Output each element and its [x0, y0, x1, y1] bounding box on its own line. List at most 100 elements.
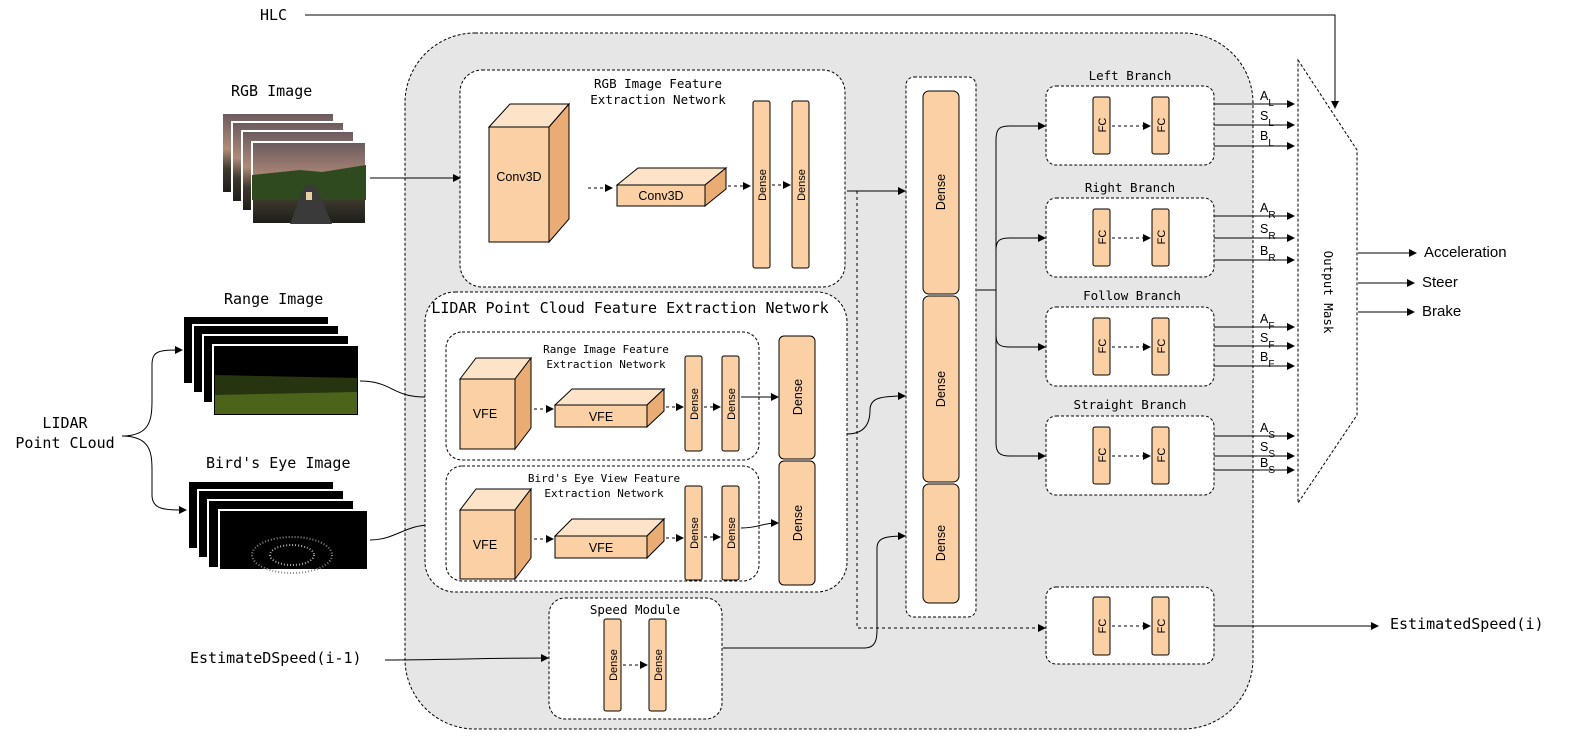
- follow-fc-label-1: FC: [1097, 339, 1109, 354]
- bev-dense-out-label: Dense: [791, 505, 805, 541]
- speed-dense-2: [648, 618, 667, 712]
- bev-dense-label-2: Dense: [726, 517, 738, 549]
- bev-to-dense-out-arrow: [740, 519, 779, 529]
- left-out-b: BL: [1260, 129, 1274, 149]
- range-vfe-label-1: VFE: [473, 407, 497, 421]
- bev-vfe-label-1: VFE: [473, 538, 497, 552]
- right-branch-title: Right Branch: [1085, 180, 1175, 195]
- speed-to-fusion-arrow: [723, 532, 906, 649]
- rgb-image-label: RGB Image: [231, 82, 312, 100]
- fusion-dense-label-2: Dense: [934, 371, 948, 407]
- bev-network-title-2: Extraction Network: [544, 487, 664, 500]
- fusion-dense-label-1: Dense: [934, 174, 948, 210]
- speed-branch-fc-label-2: FC: [1156, 619, 1168, 634]
- right-fc-2: [1151, 208, 1170, 267]
- straight-fc-2: [1151, 426, 1170, 485]
- fusion-dense-3: [922, 483, 960, 604]
- right-out-s: SR: [1260, 222, 1276, 242]
- rgb-conv3d-label-2: Conv3D: [638, 189, 683, 203]
- fusion-to-follow-arrow: [995, 334, 1046, 351]
- straight-out-a: AS: [1260, 421, 1275, 441]
- rgb-dense-2: [791, 100, 810, 269]
- follow-fc-1: [1092, 317, 1111, 376]
- straight-fc-1: [1092, 426, 1111, 485]
- hlc-label: HLC: [260, 6, 287, 24]
- range-network-title-2: Extraction Network: [546, 358, 666, 371]
- range-vfe-label-2: VFE: [589, 410, 613, 424]
- follow-branch-title: Follow Branch: [1083, 288, 1181, 303]
- straight-branch-title: Straight Branch: [1074, 397, 1187, 412]
- range-network-title-1: Range Image Feature: [543, 343, 669, 356]
- speed-branch-fc-2: [1151, 596, 1170, 656]
- range-dense-out-label: Dense: [791, 379, 805, 415]
- right-fc-1: [1092, 208, 1111, 267]
- speed-branch-fc-label-1: FC: [1097, 619, 1109, 634]
- brake-label: Brake: [1422, 303, 1461, 320]
- right-fc-label-1: FC: [1097, 230, 1109, 245]
- right-out-b: BR: [1260, 244, 1276, 264]
- bev-dense-out: [778, 460, 816, 586]
- lidar-network-title: LIDAR Point Cloud Feature Extraction Net…: [431, 299, 828, 317]
- hlc-arrow: [305, 14, 1339, 109]
- left-fc-2: [1151, 96, 1170, 155]
- follow-out-a: AF: [1260, 312, 1274, 332]
- follow-out-b: BF: [1260, 350, 1274, 370]
- rgb-to-speed-branch-dashed: [856, 191, 1046, 632]
- range-vfe-block-2: [553, 387, 666, 429]
- steer-label: Steer: [1422, 274, 1458, 291]
- bev-dense-label-1: Dense: [689, 517, 701, 549]
- left-fc-label-1: FC: [1097, 118, 1109, 133]
- output-mask-shape: [1297, 58, 1358, 505]
- speed-dense-1: [603, 618, 622, 712]
- range-vfe-block-1: [458, 356, 533, 451]
- fusion-to-right-arrow: [995, 234, 1046, 251]
- rgb-conv3d-block-2: [615, 166, 728, 208]
- lidar-label-1: LIDAR: [42, 414, 88, 432]
- range-dense-2: [721, 355, 740, 452]
- left-out-s: SL: [1260, 109, 1274, 129]
- output-mask-label: Output Mask: [1321, 251, 1336, 334]
- rgb-dense-label-2: Dense: [796, 169, 808, 201]
- straight-out-b: BS: [1260, 456, 1275, 476]
- birds-eye-image-stack: [187, 480, 369, 574]
- left-fc-label-2: FC: [1156, 118, 1168, 133]
- rgb-network-title-2: Extraction Network: [590, 92, 726, 107]
- rgb-dense-label-1: Dense: [757, 169, 769, 201]
- straight-fc-label-2: FC: [1156, 448, 1168, 463]
- bev-vfe-block-1: [458, 487, 533, 581]
- bev-network-title-1: Bird's Eye View Feature: [528, 472, 680, 485]
- fusion-dense-1: [922, 90, 960, 295]
- range-dense-1: [684, 355, 703, 452]
- range-dense-label-2: Dense: [726, 388, 738, 420]
- range-dense-out: [778, 335, 816, 460]
- bev-dense-2: [721, 485, 740, 581]
- fusion-dense-label-3: Dense: [934, 525, 948, 561]
- range-image-stack: [182, 315, 360, 417]
- lidar-to-range-arrow: [121, 346, 183, 437]
- birds-eye-image-label: Bird's Eye Image: [206, 454, 351, 472]
- right-fc-label-2: FC: [1156, 230, 1168, 245]
- fusion-bus: [995, 122, 1046, 141]
- bev-vfe-label-2: VFE: [589, 541, 613, 555]
- straight-fc-label-1: FC: [1097, 448, 1109, 463]
- right-out-a: AR: [1260, 201, 1276, 221]
- lidar-to-fusion-arrow: [846, 392, 906, 435]
- left-fc-1: [1092, 96, 1111, 155]
- rgb-dense-1: [752, 100, 771, 269]
- rgb-conv3d-label-1: Conv3D: [496, 170, 541, 184]
- acceleration-label: Acceleration: [1424, 244, 1507, 261]
- lidar-label-2: Point CLoud: [15, 434, 114, 452]
- rgb-conv3d-block-1: [487, 102, 571, 244]
- speed-module-box: [548, 597, 723, 720]
- left-out-a: AL: [1260, 89, 1274, 109]
- rgb-image-stack: [221, 112, 367, 225]
- speed-dense-label-1: Dense: [608, 649, 620, 681]
- bev-dense-1: [684, 485, 703, 581]
- estimated-speed-out-label: EstimatedSpeed(i): [1390, 615, 1544, 633]
- follow-fc-2: [1151, 317, 1170, 376]
- bev-vfe-block-2: [553, 517, 666, 560]
- range-image-label: Range Image: [224, 290, 323, 308]
- lidar-to-bev-arrow: [121, 435, 187, 514]
- rgb-network-title-1: RGB Image Feature: [594, 76, 722, 91]
